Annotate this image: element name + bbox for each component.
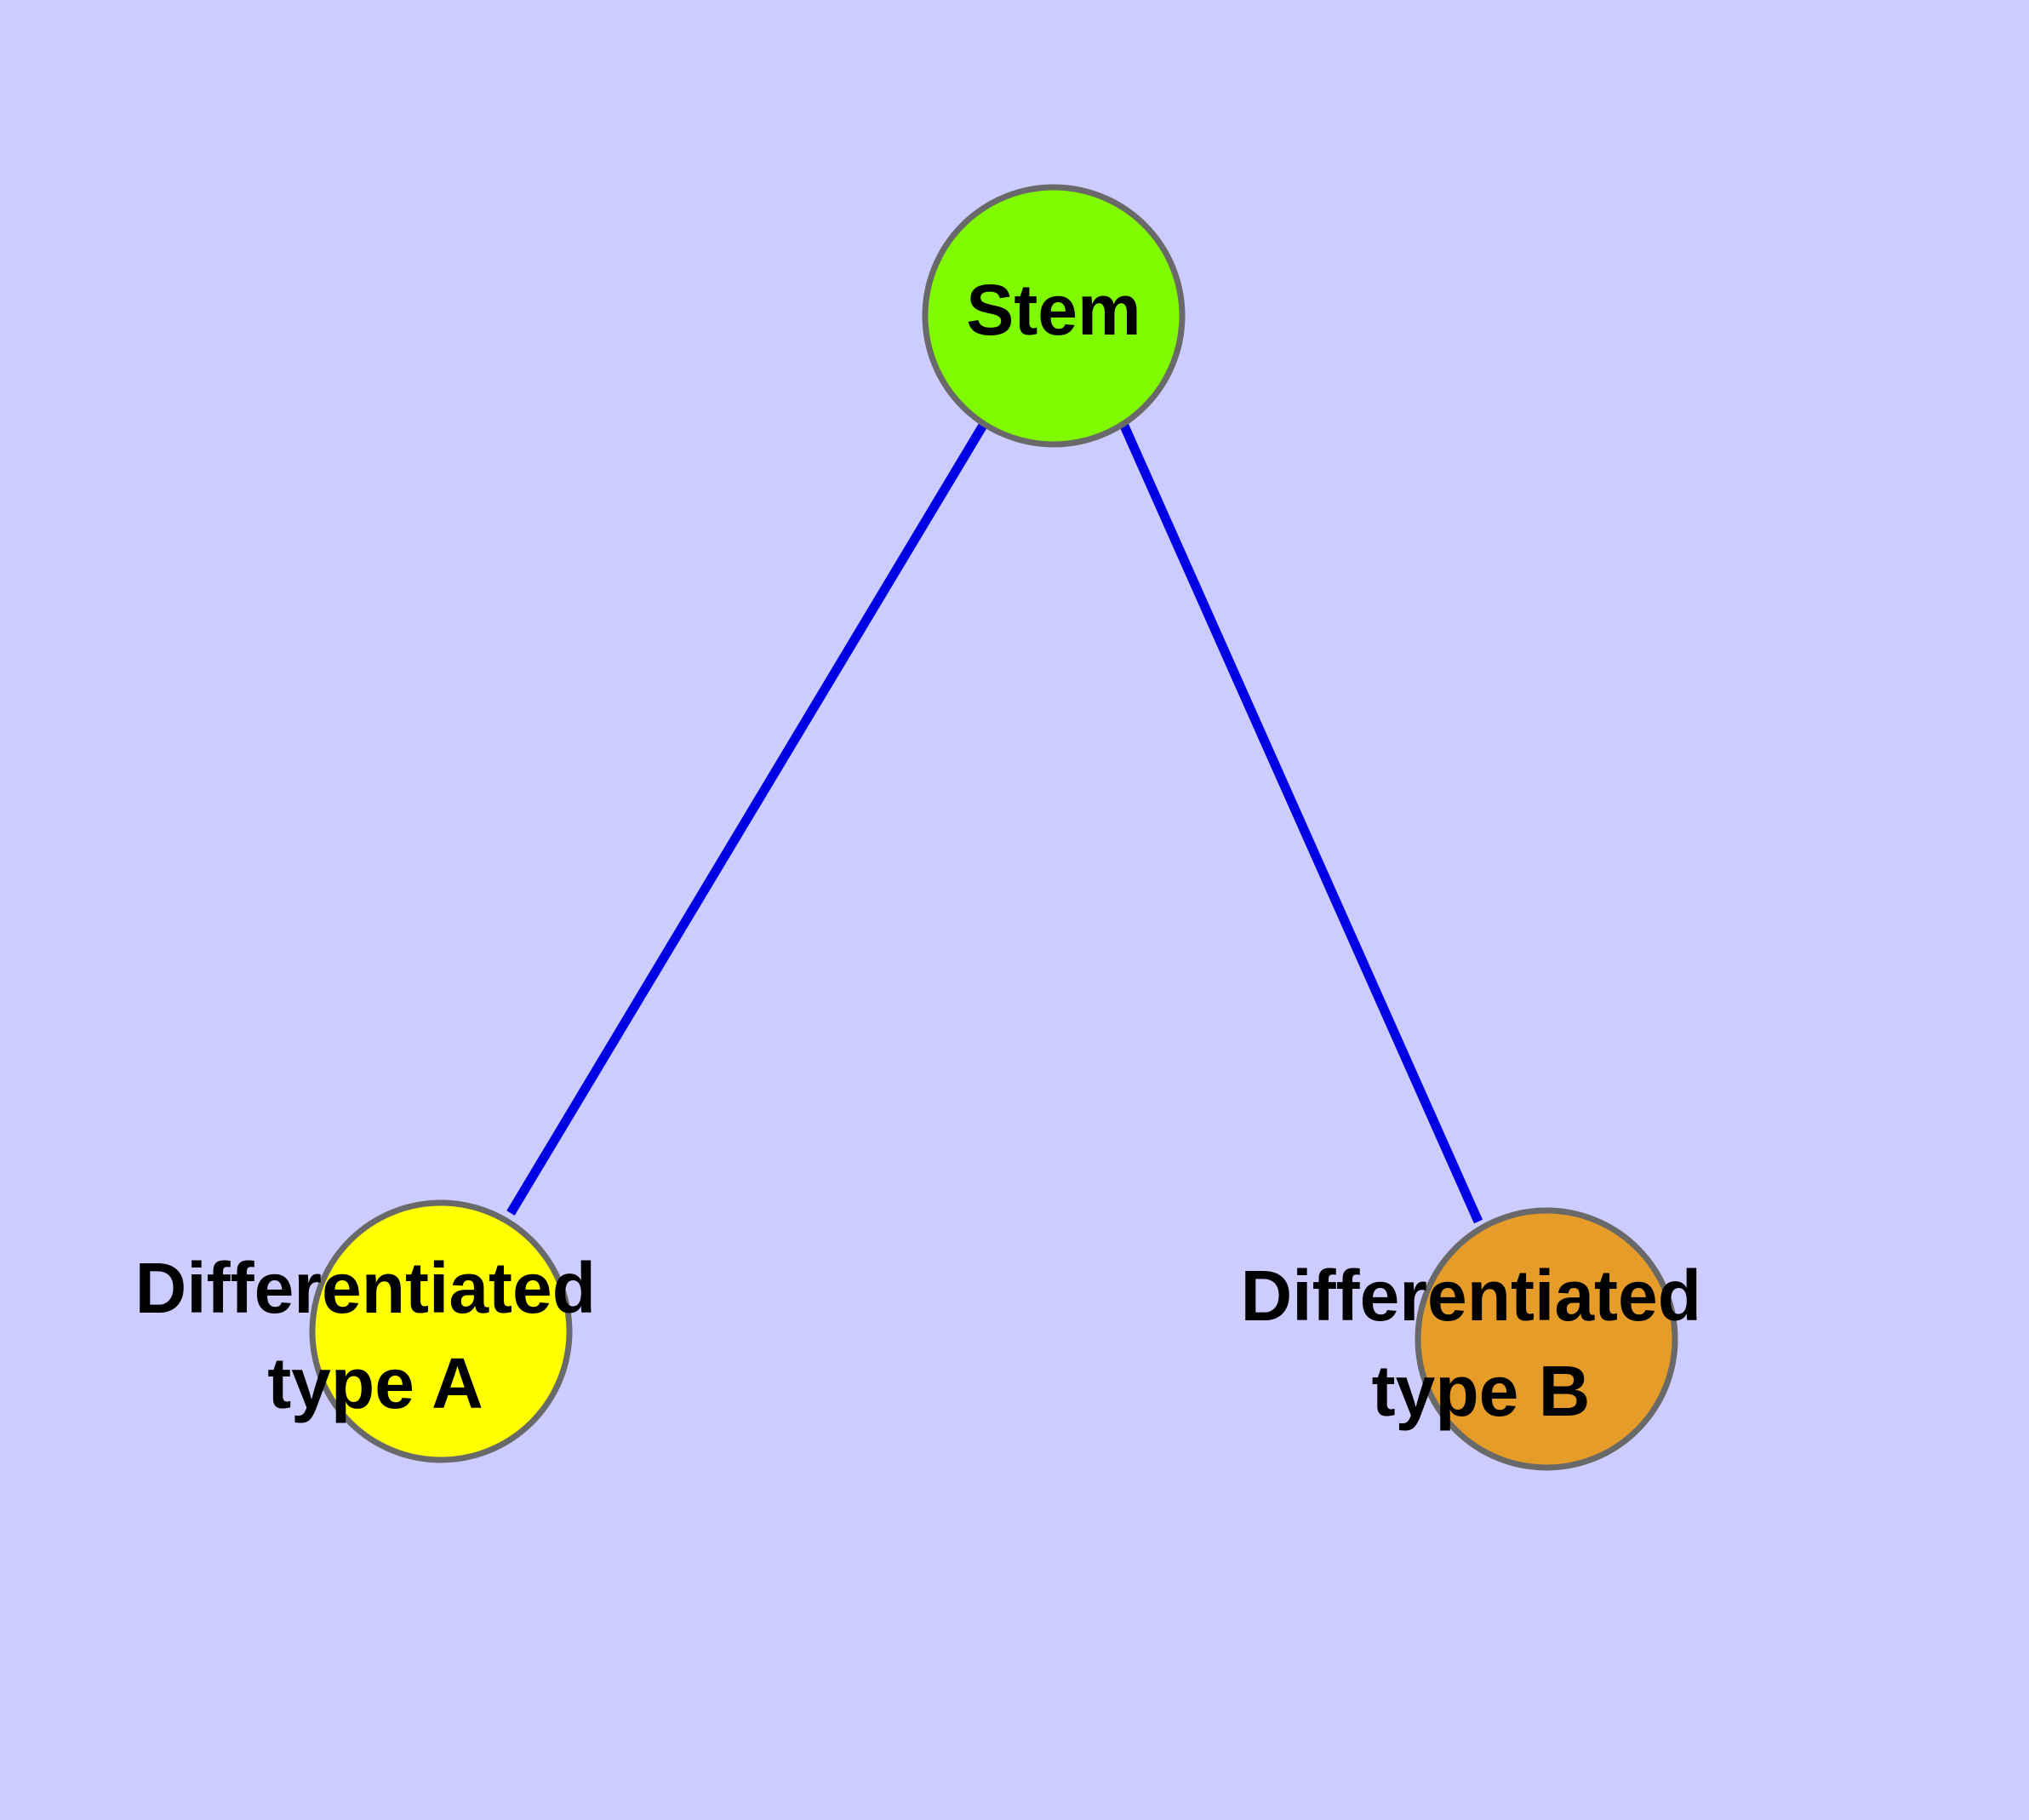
node-diff-type-b[interactable]	[1415, 1207, 1678, 1471]
node-label-diff-type-a-line1: Differentiated	[135, 1248, 596, 1328]
labels-group: Stem Differentiated type A Differentiate…	[135, 270, 1722, 1431]
node-label-diff-type-b-line1: Differentiated	[1241, 1256, 1701, 1336]
node-stem[interactable]	[922, 184, 1186, 448]
node-circle-stem[interactable]	[922, 184, 1186, 448]
edge-stem-to-type-a[interactable]	[506, 421, 988, 1216]
edges-group	[506, 421, 1483, 1224]
node-label-stem-line1: Stem	[966, 270, 1140, 350]
node-label-diff-type-b-line2: type B	[1372, 1351, 1591, 1431]
node-label-diff-type-a-line2: type A	[267, 1343, 483, 1423]
node-circle-diff-type-b[interactable]	[1415, 1207, 1678, 1471]
node-label-diff-type-a: Differentiated type A	[135, 1248, 616, 1423]
node-label-stem: Stem	[966, 270, 1140, 350]
node-label-diff-type-b: Differentiated type B	[1241, 1256, 1722, 1431]
edge-stem-to-type-b[interactable]	[1118, 421, 1483, 1224]
node-diff-type-a[interactable]	[309, 1199, 573, 1463]
node-circle-diff-type-a[interactable]	[309, 1199, 573, 1463]
nodes-group	[309, 184, 1678, 1471]
